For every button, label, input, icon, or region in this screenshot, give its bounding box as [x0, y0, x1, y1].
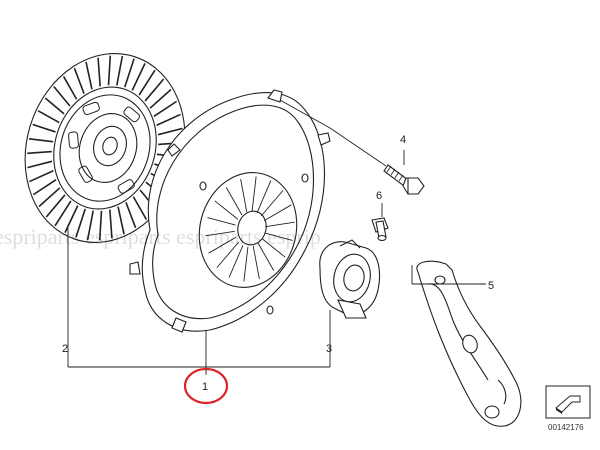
friction-rib	[37, 110, 60, 124]
friction-rib	[86, 210, 94, 241]
diaphragm-finger	[240, 178, 248, 213]
diaphragm-finger	[263, 204, 292, 222]
bolt	[383, 164, 425, 195]
friction-rib	[97, 57, 101, 87]
friction-rib	[64, 205, 79, 233]
guide-pin	[371, 217, 389, 242]
diaphragm-finger	[208, 236, 237, 254]
friction-rib	[107, 55, 112, 86]
friction-rib	[157, 127, 183, 136]
friction-rib	[138, 69, 156, 96]
diaphragm-spring-fingers	[205, 176, 295, 282]
friction-rib	[28, 137, 54, 143]
release-lever	[416, 260, 522, 427]
friction-rib	[156, 113, 181, 126]
friction-rib	[116, 55, 124, 86]
diaphragm-finger	[265, 221, 295, 228]
friction-rib	[53, 85, 71, 107]
friction-rib	[45, 194, 66, 218]
pressure-plate	[129, 89, 331, 333]
diaphragm-finger	[207, 217, 236, 226]
callout-5: 5	[488, 280, 494, 292]
friction-rib	[44, 97, 65, 115]
callout-2: 2	[62, 343, 68, 355]
friction-rib	[27, 160, 53, 169]
callout-4: 4	[400, 134, 406, 146]
friction-rib	[144, 78, 165, 102]
diaphragm-finger	[264, 232, 293, 241]
friction-lining	[27, 55, 183, 241]
diaphragm-finger	[216, 241, 240, 268]
diaphragm-finger	[214, 200, 239, 220]
diaphragm-finger	[252, 245, 260, 280]
diaphragm-finger	[260, 190, 284, 217]
friction-rib	[38, 187, 61, 208]
diaphragm-finger	[243, 246, 249, 282]
friction-rib	[125, 202, 137, 229]
diaphragm-finger	[251, 176, 257, 212]
diagram-id-box	[545, 385, 591, 419]
friction-rib	[75, 208, 86, 238]
friction-rib	[29, 170, 54, 183]
diaphragm-finger	[205, 230, 235, 237]
friction-rib	[27, 150, 52, 155]
callout-6: 6	[376, 190, 382, 202]
friction-rib	[85, 61, 93, 90]
friction-rib	[117, 206, 125, 235]
friction-rib	[62, 76, 78, 100]
friction-rib	[98, 210, 103, 241]
friction-rib	[54, 200, 72, 227]
diaphragm-finger	[225, 187, 243, 216]
release-bearing	[319, 239, 381, 319]
diaphragm-finger	[257, 242, 275, 271]
clutch-disc	[24, 53, 186, 243]
friction-rib	[124, 58, 135, 88]
diaphragm-finger	[261, 238, 286, 258]
friction-rib	[32, 123, 56, 133]
diaphragm-finger	[256, 180, 272, 213]
friction-rib	[153, 100, 178, 117]
friction-rib	[109, 209, 113, 239]
friction-rib	[131, 63, 146, 91]
callout-3: 3	[326, 343, 332, 355]
diagram-id: 00142176	[548, 423, 584, 432]
friction-rib	[149, 88, 172, 109]
leader-lines	[67, 99, 486, 375]
callout-1: 1	[202, 381, 208, 393]
friction-rib	[73, 67, 85, 94]
friction-rib	[32, 179, 57, 196]
highlight-circle	[183, 367, 229, 405]
diaphragm-finger	[228, 245, 244, 278]
watermark: espriparts espriparts espriparts esprip	[0, 224, 321, 249]
friction-rib	[132, 196, 148, 220]
